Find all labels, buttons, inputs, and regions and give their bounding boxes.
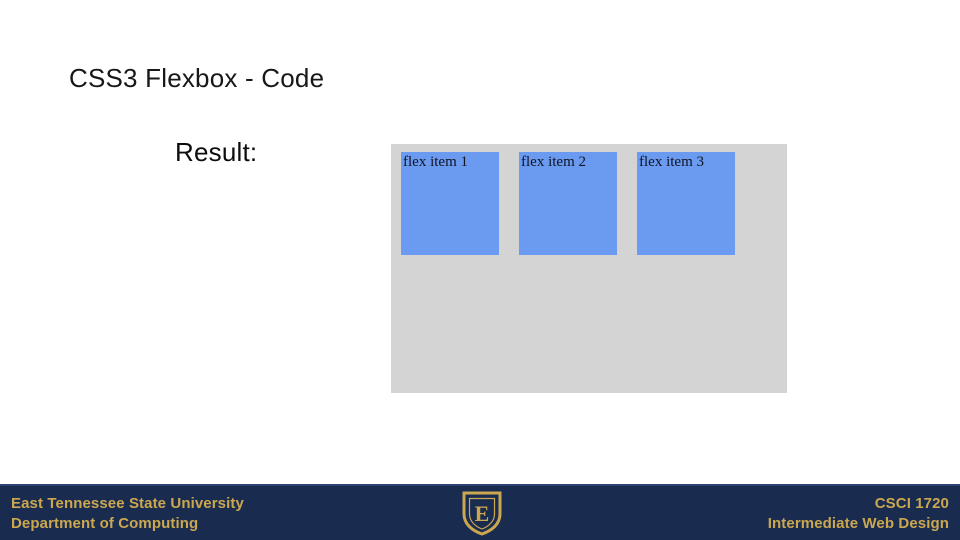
- footer-left-text: East Tennessee State University Departme…: [11, 494, 244, 534]
- page-title: CSS3 Flexbox - Code: [69, 63, 325, 93]
- flex-item: flex item 3: [637, 152, 735, 255]
- flex-row: flex item 1 flex item 2 flex item 3: [401, 152, 787, 255]
- svg-text:E: E: [475, 501, 490, 526]
- flex-item: flex item 2: [519, 152, 617, 255]
- flex-result-container: flex item 1 flex item 2 flex item 3: [391, 144, 787, 393]
- flex-item: flex item 1: [401, 152, 499, 255]
- footer-right-text: CSCI 1720 Intermediate Web Design: [768, 494, 949, 534]
- etsu-shield-logo-icon: E: [462, 491, 502, 536]
- result-label: Result:: [175, 137, 258, 167]
- footer-course-code: CSCI 1720: [874, 495, 949, 512]
- footer-university-name: East Tennessee State University: [11, 495, 244, 512]
- footer-department-name: Department of Computing: [11, 515, 199, 532]
- footer-course-name: Intermediate Web Design: [767, 515, 949, 532]
